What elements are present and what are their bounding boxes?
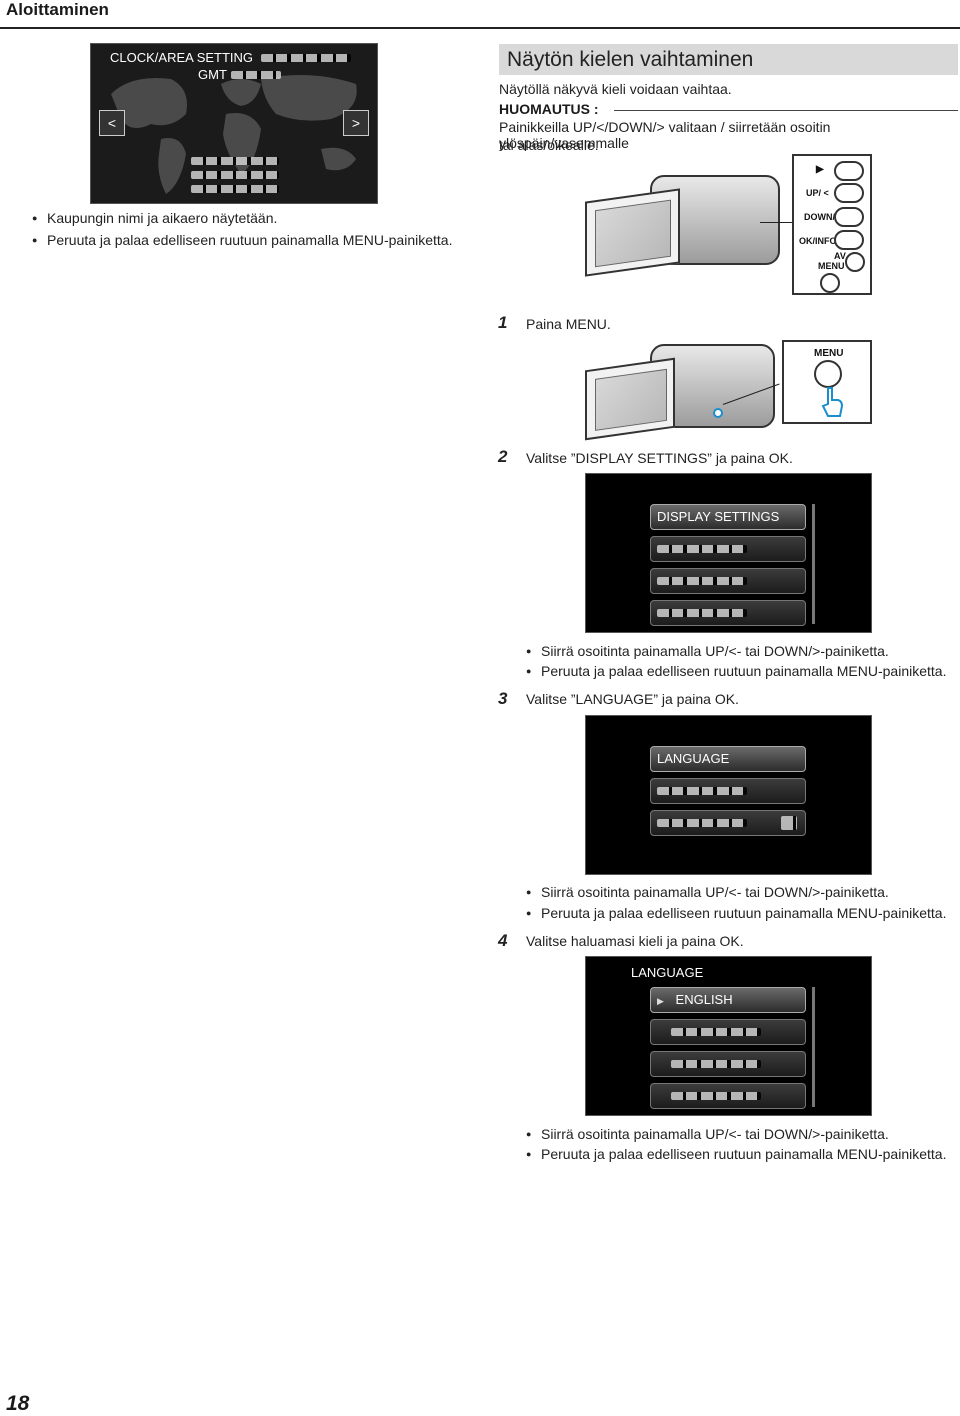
step-number: 4 [498,931,508,950]
note-text-line1: Painikkeilla UP/</DOWN/> valitaan / siir… [499,119,831,151]
language-option-label: ENGLISH [675,992,733,1007]
world-map-image [111,75,357,194]
menu-item[interactable] [650,536,806,562]
menu-callout-label: MENU [814,348,844,359]
step3-bullet: Siirrä osoitinta painamalla UP/<- tai DO… [526,884,889,900]
step-number: 3 [498,689,508,708]
menu-item[interactable] [650,778,806,804]
blurred-text [191,171,279,179]
gmt-label: GMT [198,67,227,82]
language-menu-screen: LANGUAGE [585,715,872,875]
section-title: Näytön kielen vaihtaminen [499,44,958,75]
left-arrow-button[interactable]: < [99,110,125,136]
camcorder-lcd [585,357,675,441]
down-button[interactable] [834,207,864,227]
display-settings-screen: DISPLAY SETTINGS [585,473,872,633]
language-option[interactable] [650,1019,806,1045]
language-option[interactable] [650,1083,806,1109]
scrollbar[interactable] [812,504,815,624]
blurred-text [191,157,279,165]
menu-label: MENU [818,261,845,271]
note-rule [614,110,958,111]
section-intro: Näytöllä näkyvä kieli voidaan vaihtaa. [499,81,732,97]
clock-screen-title: CLOCK/AREA SETTING [110,50,254,65]
blurred-text [231,71,281,79]
chapter-title: Aloittaminen [6,0,109,19]
okinfo-label: OK/INFO [799,236,837,246]
menu-callout: MENU [782,340,872,424]
right-arrow-button[interactable]: > [343,110,369,136]
av-button[interactable] [845,252,865,272]
cursor-icon: ▶ [657,996,664,1006]
note-text-line2: tai alas/oikealle. [499,137,599,153]
scrollbar[interactable] [812,987,815,1107]
blurred-text [191,185,279,193]
button-panel: ▶ UP/ < DOWN/> OK/INFO AV MENU [792,154,872,295]
step-number: 1 [498,313,508,332]
language-list-screen: LANGUAGE ▶ ENGLISH [585,956,872,1116]
language-list-title: LANGUAGE [631,965,704,980]
note-label: HUOMAUTUS : [499,101,599,117]
step-text: Valitse haluamasi kieli ja paina OK. [526,933,744,949]
step-text: Paina MENU. [526,316,611,332]
blurred-text [261,54,351,62]
step-text: Valitse ”DISPLAY SETTINGS” ja paina OK. [526,450,793,466]
up-label: UP/ < [806,188,829,198]
clock-bullet: Kaupungin nimi ja aikaero näytetään. [32,210,277,226]
step2-bullet: Peruuta ja palaa edelliseen ruutuun pain… [526,663,946,679]
menu-item-display-settings[interactable]: DISPLAY SETTINGS [650,504,806,530]
page-number: 18 [6,1392,30,1415]
menu-item[interactable] [650,600,806,626]
menu-item-language[interactable]: LANGUAGE [650,746,806,772]
camcorder-illustration [585,160,875,300]
step4-bullet: Siirrä osoitinta painamalla UP/<- tai DO… [526,1126,889,1142]
okinfo-button[interactable] [834,230,864,250]
av-label: AV [834,251,846,261]
clock-area-screen: CLOCK/AREA SETTING GMT < > [90,43,378,204]
clock-bullet: Peruuta ja palaa edelliseen ruutuun pain… [32,232,452,248]
step3-bullet: Peruuta ja palaa edelliseen ruutuun pain… [526,905,946,921]
menu-item[interactable] [650,568,806,594]
menu-button-highlight [713,408,723,418]
menu-item[interactable] [650,810,806,836]
down-label: DOWN/> [804,212,841,222]
pointing-hand-icon [821,387,844,417]
camcorder-lcd [585,188,680,277]
header-divider [0,27,960,29]
menu-button[interactable] [820,273,840,293]
up-button[interactable] [834,183,864,203]
language-option-selected[interactable]: ▶ ENGLISH [650,987,806,1013]
play-icon: ▶ [816,164,824,175]
language-option[interactable] [650,1051,806,1077]
chevron-left-icon: < [107,115,117,131]
step4-bullet: Peruuta ja palaa edelliseen ruutuun pain… [526,1146,946,1162]
playback-button[interactable] [834,161,864,181]
step2-bullet: Siirrä osoitinta painamalla UP/<- tai DO… [526,643,889,659]
step-text: Valitse ”LANGUAGE” ja paina OK. [526,691,739,707]
step-number: 2 [498,447,508,466]
menu-button[interactable] [814,360,842,388]
camcorder-menu-illustration [585,336,875,441]
chevron-right-icon: > [351,115,361,131]
